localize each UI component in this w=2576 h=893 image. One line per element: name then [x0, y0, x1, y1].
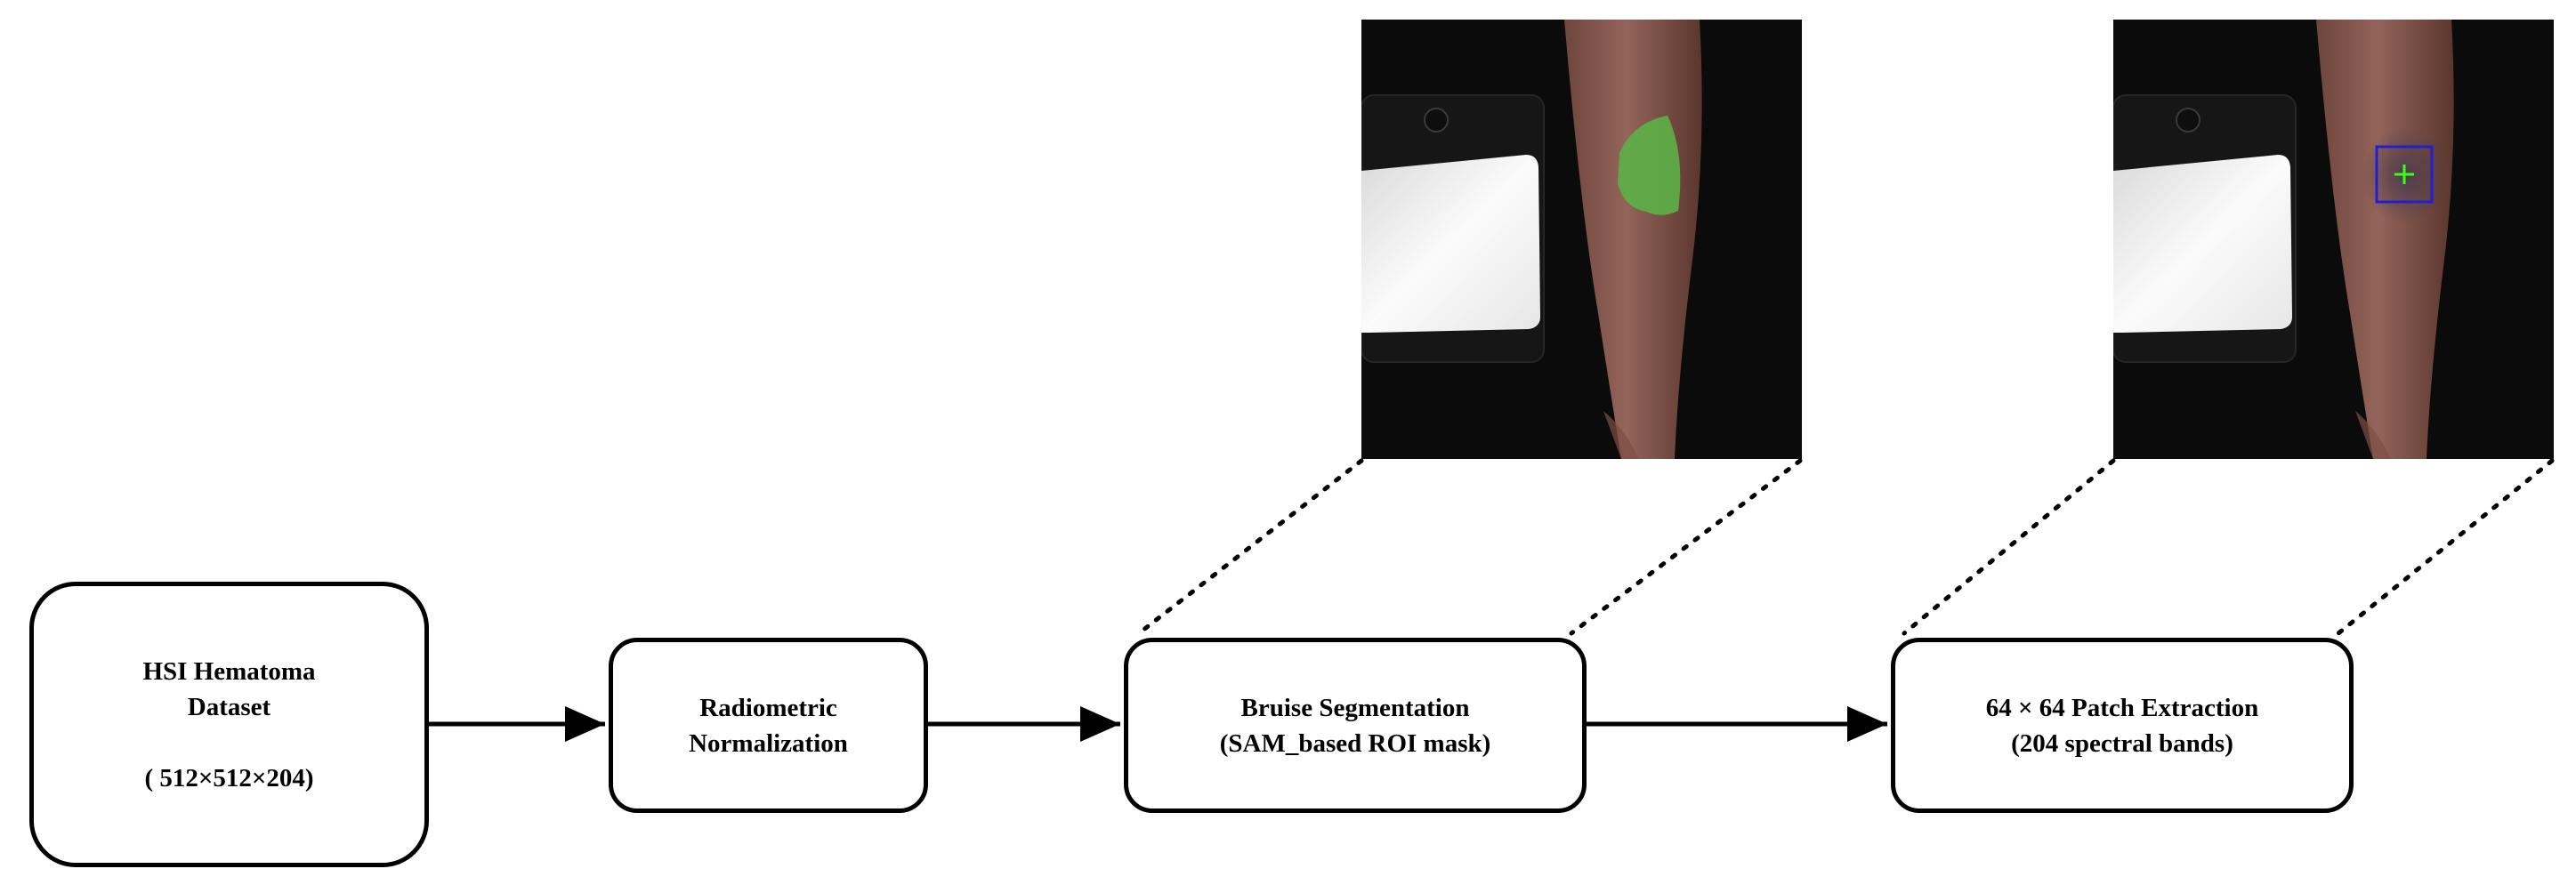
- node-label-line-2: Dataset: [187, 692, 271, 721]
- node-label-line-1: HSI Hematoma: [142, 656, 316, 686]
- segmentation-mask-shape: [1618, 116, 1681, 215]
- node-bruise-segmentation: Bruise Segmentation (SAM_based ROI mask): [1124, 638, 1587, 813]
- node-label-line-1: 64 × 64 Patch Extraction: [1985, 693, 2259, 722]
- node-label-line-1: Bruise Segmentation: [1240, 693, 1470, 722]
- node-label-line-1: Radiometric: [699, 693, 837, 722]
- node-radiometric-normalization: Radiometric Normalization: [609, 638, 928, 813]
- patch-preview-image: [2113, 20, 2554, 459]
- zoom-line-seg-left: [1136, 458, 1364, 636]
- zoom-line-patch-right: [2336, 458, 2555, 636]
- node-label-line-2: Normalization: [689, 728, 848, 758]
- node-dimensions-label: ( 512×512×204): [144, 763, 314, 792]
- patch-bounding-box: [2375, 145, 2434, 204]
- node-label-line-2: (SAM_based ROI mask): [1219, 728, 1491, 758]
- node-label-line-2: (204 spectral bands): [2011, 728, 2233, 758]
- segmentation-preview-image: [1361, 20, 1802, 459]
- node-hsi-hematoma-dataset: HSI Hematoma Dataset ( 512×512×204): [29, 582, 429, 867]
- zoom-line-patch-left: [1902, 458, 2116, 636]
- node-patch-extraction: 64 × 64 Patch Extraction (204 spectral b…: [1891, 638, 2354, 813]
- zoom-line-seg-right: [1569, 458, 1803, 636]
